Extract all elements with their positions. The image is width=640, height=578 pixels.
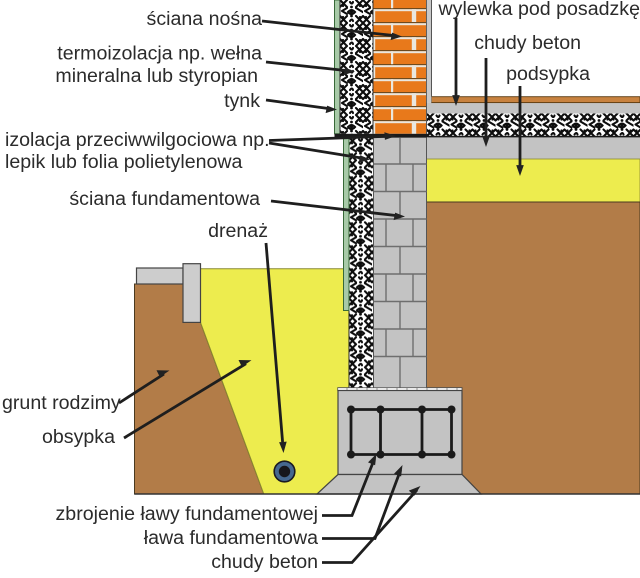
svg-text:podsypka: podsypka [506, 63, 590, 85]
svg-text:ściana fundamentowa: ściana fundamentowa [69, 188, 260, 210]
svg-text:ława fundamentowa: ława fundamentowa [144, 527, 318, 549]
svg-text:chudy beton: chudy beton [474, 32, 581, 54]
svg-text:mineralna lub styropian: mineralna lub styropian [55, 65, 258, 87]
svg-text:wylewka pod posadzkę: wylewka pod posadzkę [438, 0, 640, 20]
svg-text:ściana nośna: ściana nośna [147, 8, 263, 30]
svg-text:drenaż: drenaż [208, 220, 268, 242]
svg-text:chudy beton: chudy beton [211, 551, 318, 573]
svg-text:zbrojenie ławy fundamentowej: zbrojenie ławy fundamentowej [56, 503, 319, 525]
svg-text:tynk: tynk [224, 90, 260, 112]
svg-text:izolacja przeciwwilgociowa np.: izolacja przeciwwilgociowa np. [5, 129, 270, 151]
svg-text:obsypka: obsypka [42, 426, 115, 448]
svg-text:grunt rodzimy: grunt rodzimy [2, 392, 121, 414]
svg-text:lepik lub folia polietylenowa: lepik lub folia polietylenowa [5, 151, 243, 173]
svg-text:termoizolacja np. wełna: termoizolacja np. wełna [57, 43, 262, 65]
